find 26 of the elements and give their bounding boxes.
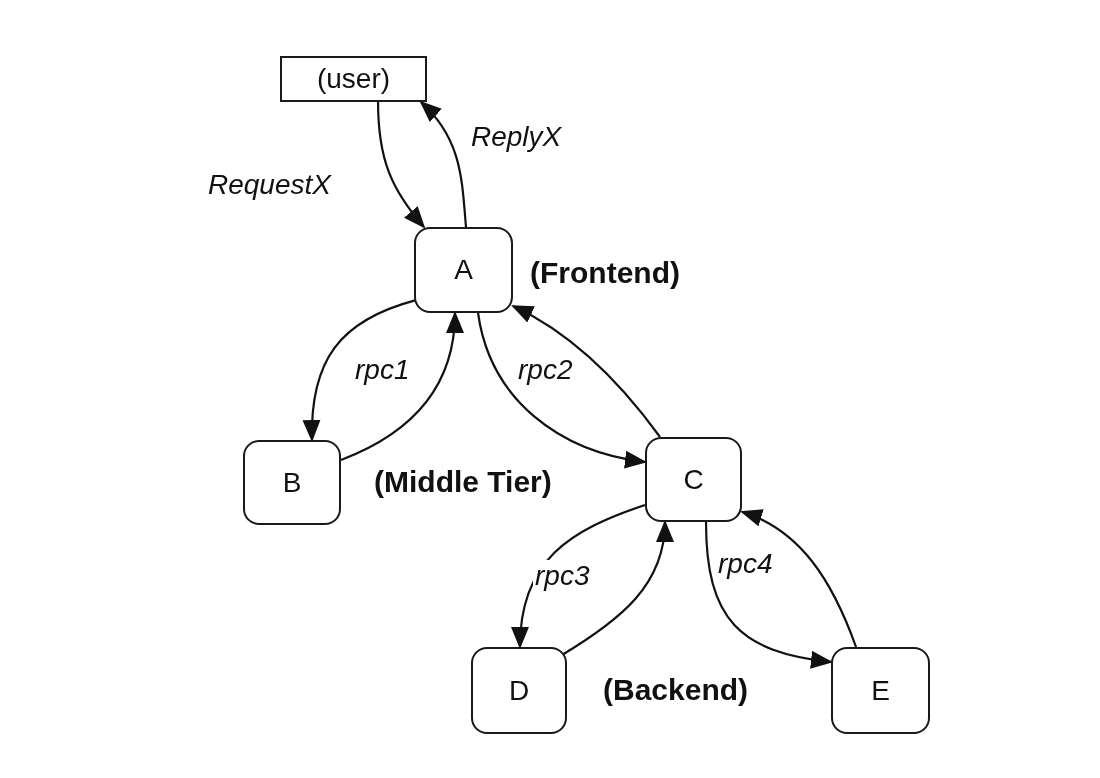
arrow [511, 305, 661, 438]
service-box [471, 647, 567, 734]
arrow [303, 299, 417, 442]
arrow [704, 521, 833, 669]
node-label: C [683, 463, 704, 496]
service-box [831, 647, 930, 734]
user-box [280, 56, 427, 102]
node-label: E [871, 674, 890, 707]
arrow [376, 101, 426, 229]
service-box [645, 437, 742, 522]
arrow [476, 312, 647, 468]
tier-label: (Middle Tier) [374, 465, 552, 499]
arrow [740, 510, 858, 648]
service-box [243, 440, 341, 525]
node-label: B [282, 466, 302, 499]
tier-label: (Frontend) [530, 256, 680, 290]
arrow [340, 311, 464, 461]
service-box [414, 227, 513, 313]
arrow [561, 520, 673, 656]
edge-label: rpc3 [533, 560, 592, 592]
arrow [511, 503, 646, 649]
node-label: A [454, 254, 473, 286]
tier-label: (Backend) [603, 673, 749, 707]
arrow [419, 100, 468, 228]
node-label: (user) [316, 63, 391, 95]
node-label: D [508, 674, 530, 707]
